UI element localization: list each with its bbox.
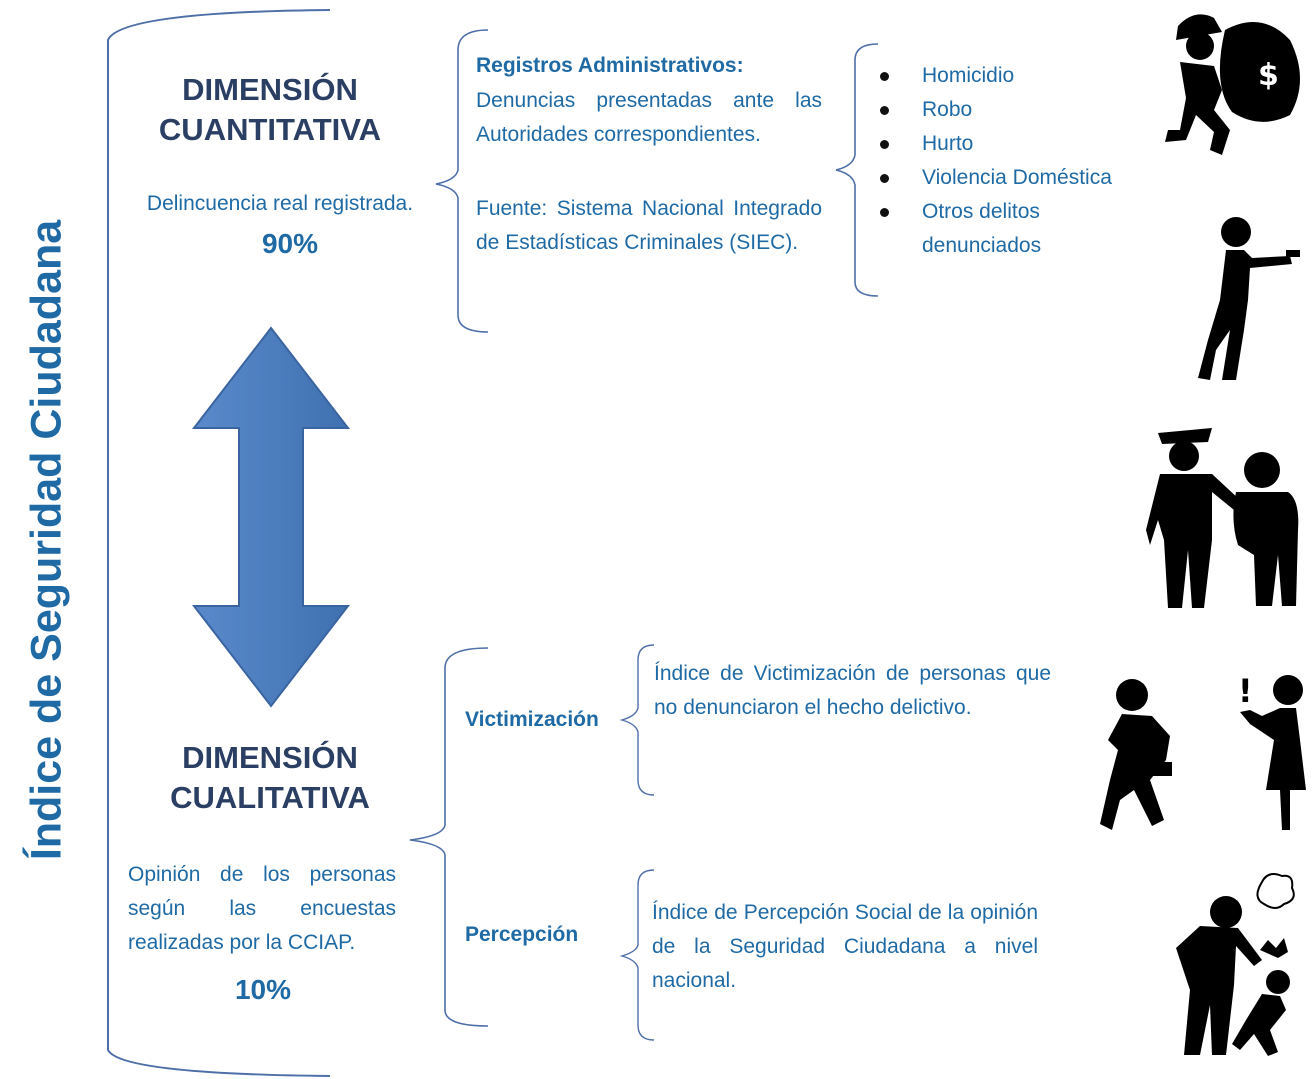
bullet-icon — [880, 208, 889, 217]
registros-bracket — [435, 29, 489, 333]
quantitative-description: Delincuencia real registrada. — [146, 192, 414, 215]
registros-label: Registros Administrativos: — [476, 54, 744, 77]
quantitative-title-line2: CUANTITATIVA — [158, 112, 382, 147]
qualitative-title-line2: CUALITATIVA — [170, 780, 370, 815]
victimizacion-text: Índice de Victimización de personas que … — [654, 662, 1051, 719]
list-item: Violencia Doméstica — [860, 161, 1160, 195]
fuente-text: Fuente: Sistema Nacional Integrado de Es… — [476, 197, 822, 254]
list-item: Robo — [860, 93, 1160, 127]
cualitativa-bracket — [409, 647, 489, 1027]
qualitative-title: DIMENSIÓN CUALITATIVA — [120, 738, 420, 818]
main-bracket — [107, 9, 331, 1077]
quantitative-percent: 90% — [261, 228, 319, 259]
quantitative-title: DIMENSIÓN CUANTITATIVA — [120, 70, 420, 150]
list-item: Homicidio — [860, 59, 1160, 93]
bullet-icon — [880, 174, 889, 183]
qualitative-title-line1: DIMENSIÓN — [182, 740, 358, 775]
double-arrow-icon — [191, 326, 351, 708]
percepcion-bracket — [619, 869, 655, 1041]
registros-text: Denuncias presentadas ante las Autoridad… — [476, 89, 822, 146]
quantitative-title-line1: DIMENSIÓN — [182, 72, 358, 107]
list-item: Otros delitos denunciados — [860, 195, 1112, 263]
bullet-icon — [880, 106, 889, 115]
qualitative-percent: 10% — [234, 974, 292, 1005]
percepcion-text: Índice de Percepción Social de la opinió… — [652, 901, 1038, 992]
victimizacion-bracket — [619, 644, 655, 796]
percepcion-label: Percepción — [465, 923, 579, 946]
bullet-icon — [880, 140, 889, 149]
main-title: Índice de Seguridad Ciudadana — [22, 219, 71, 861]
victimizacion-label: Victimización — [465, 708, 599, 731]
bullet-icon — [880, 72, 889, 81]
qualitative-description: Opinión de los personas según las encues… — [128, 863, 396, 954]
crime-list: Homicidio Robo Hurto Violencia Doméstica… — [860, 59, 1160, 263]
list-item: Hurto — [860, 127, 1160, 161]
crimes-bracket — [835, 43, 879, 297]
